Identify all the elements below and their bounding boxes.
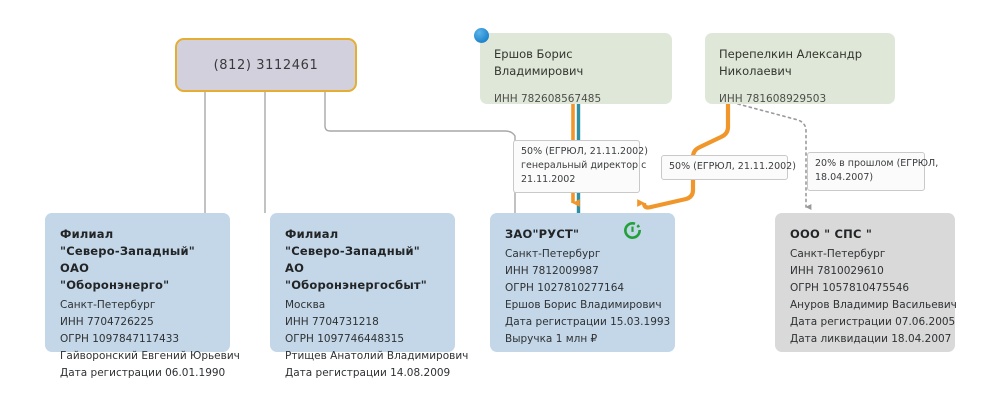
- company-title-line: ООО " СПС ": [790, 227, 873, 241]
- company-title-line: "Оборонэнерго": [60, 278, 170, 292]
- edge-label-perepelkin-sps[interactable]: 20% в прошлом (ЕГРЮЛ, 18.04.2007): [807, 152, 939, 191]
- person-name: Перепелкин Александр Николаевич: [719, 47, 863, 78]
- company-title-line: Филиал: [60, 227, 114, 241]
- edge-label-line: 18.04.2007): [815, 172, 874, 183]
- node-company-rust[interactable]: ЗАО"РУСТ" Санкт-Петербург ИНН 7812009987…: [490, 213, 675, 352]
- company-detail-ogrn: ОГРН 1057810475546: [790, 282, 910, 294]
- phone-number-label: (812) 3112461: [213, 57, 319, 73]
- edge-label-perepelkin-rust[interactable]: 50% (ЕГРЮЛ, 21.11.2002): [661, 155, 796, 180]
- company-title-line: "Северо-Западный" ОАО: [60, 244, 195, 275]
- company-detail-director: Ершов Борис Владимирович: [505, 299, 662, 311]
- person-inn: ИНН 781608929503: [719, 93, 827, 105]
- company-detail-city: Москва: [285, 299, 326, 311]
- company-detail-director: Гайворонский Евгений Юрьевич: [60, 350, 240, 362]
- company-title-line: ЗАО"РУСТ": [505, 227, 580, 241]
- company-title-line: "Оборонэнергосбыт": [285, 278, 427, 292]
- company-detail-director: Ртищев Анатолий Владимирович: [285, 350, 469, 362]
- company-detail-city: Санкт-Петербург: [505, 248, 601, 260]
- company-detail-revenue: Выручка 1 млн ₽: [505, 333, 598, 345]
- company-detail-inn: ИНН 7704726225: [60, 316, 154, 328]
- edge-label-line: 50% (ЕГРЮЛ, 21.11.2002): [521, 146, 648, 157]
- company-detail-city: Санкт-Петербург: [60, 299, 156, 311]
- company-detail-registration-date: Дата регистрации 15.03.1993: [505, 316, 671, 328]
- edge-label-ershov-rust[interactable]: 50% (ЕГРЮЛ, 21.11.2002) генеральный дире…: [513, 140, 648, 193]
- edge-label-line: 50% (ЕГРЮЛ, 21.11.2002): [669, 161, 796, 172]
- edge-label-line: генеральный директор с: [521, 160, 647, 171]
- company-title-line: "Северо-Западный" АО: [285, 244, 420, 275]
- blue-dot-badge-icon: [474, 28, 489, 43]
- company-detail-inn: ИНН 7704731218: [285, 316, 379, 328]
- node-phone[interactable]: (812) 3112461: [175, 38, 357, 92]
- edge-label-line: 20% в прошлом (ЕГРЮЛ,: [815, 158, 939, 169]
- node-company-oboronenergo[interactable]: Филиал "Северо-Западный" ОАО "Оборонэнер…: [45, 213, 240, 379]
- company-detail-inn: ИНН 7812009987: [505, 265, 599, 277]
- node-company-oboronenergosbyt[interactable]: Филиал "Северо-Западный" АО "Оборонэнерг…: [270, 213, 468, 379]
- company-detail-registration-date: Дата регистрации 07.06.2005: [790, 316, 956, 328]
- company-detail-registration-date: Дата регистрации 14.08.2009: [285, 367, 451, 379]
- company-detail-liquidation-date: Дата ликвидации 18.04.2007: [790, 333, 952, 345]
- person-inn: ИНН 782608567485: [494, 93, 602, 105]
- company-title-line: Филиал: [285, 227, 339, 241]
- edge-label-line: 21.11.2002: [521, 174, 576, 185]
- company-detail-inn: ИНН 7810029610: [790, 265, 884, 277]
- edge-phone-to-rust: [324, 92, 516, 213]
- node-person-perepelkin[interactable]: Перепелкин Александр Николаевич ИНН 7816…: [705, 33, 895, 105]
- company-detail-ogrn: ОГРН 1097746448315: [285, 333, 405, 345]
- sberbank-icon: [624, 222, 641, 239]
- company-detail-ogrn: ОГРН 1097847117433: [60, 333, 180, 345]
- company-detail-city: Санкт-Петербург: [790, 248, 886, 260]
- node-person-ershov[interactable]: Ершов Борис Владимирович ИНН 78260856748…: [480, 33, 672, 105]
- person-name: Ершов Борис Владимирович: [494, 47, 584, 78]
- company-detail-director: Ануров Владимир Васильевич: [790, 299, 957, 311]
- node-company-sps[interactable]: ООО " СПС " Санкт-Петербург ИНН 78100296…: [775, 213, 957, 352]
- company-detail-registration-date: Дата регистрации 06.01.1990: [60, 367, 226, 379]
- company-detail-ogrn: ОГРН 1027810277164: [505, 282, 625, 294]
